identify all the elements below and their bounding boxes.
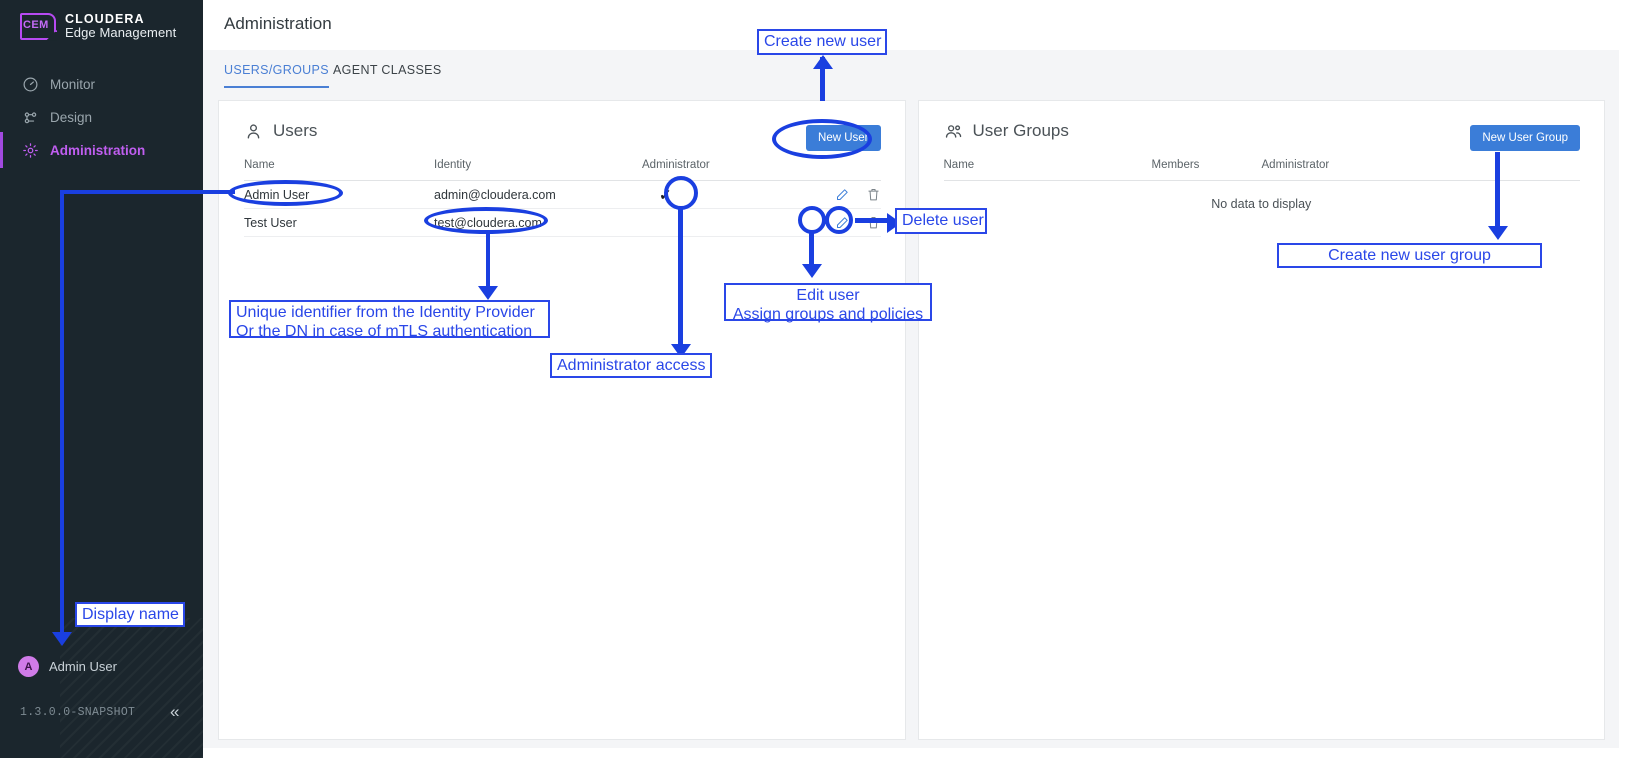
users-panel-header: Users xyxy=(244,121,317,141)
version-label: 1.3.0.0-SNAPSHOT xyxy=(20,706,136,719)
user-identity-cell: test@cloudera.com xyxy=(434,215,542,230)
pencil-icon[interactable] xyxy=(834,215,850,231)
groups-table-header: Name Members Administrator xyxy=(943,159,1581,181)
collapse-sidebar-icon[interactable]: « xyxy=(170,702,180,721)
user-identity-cell: admin@cloudera.com xyxy=(434,187,556,202)
app-logo: CEM CLOUDERA Edge Management xyxy=(20,12,176,41)
cem-logo-icon: CEM xyxy=(20,12,57,41)
trash-icon[interactable] xyxy=(865,187,881,203)
flow-icon xyxy=(22,109,39,126)
brand-subtitle: Edge Management xyxy=(65,25,177,40)
users-col-administrator: Administrator xyxy=(642,159,710,171)
cem-logo-text: CEM xyxy=(23,18,49,31)
sidebar-user-name: Admin User xyxy=(49,659,117,674)
users-panel: Users New User Name Identity Administrat… xyxy=(218,100,906,740)
users-group-icon xyxy=(944,122,963,141)
sidebar-item-label-design: Design xyxy=(50,110,93,125)
users-col-identity: Identity xyxy=(434,159,472,171)
sidebar-item-monitor[interactable]: Monitor xyxy=(0,68,203,101)
panels-container: Users New User Name Identity Administrat… xyxy=(218,100,1605,740)
sidebar-item-design[interactable]: Design xyxy=(0,101,203,134)
user-name-cell: Test User xyxy=(244,215,297,230)
gauge-icon xyxy=(22,76,39,93)
sidebar-user[interactable]: A Admin User xyxy=(18,656,117,677)
page-title: Administration xyxy=(224,14,332,33)
user-name-cell: Admin User xyxy=(244,187,310,202)
groups-col-name: Name xyxy=(943,159,975,171)
user-groups-panel: User Groups New User Group Name Members … xyxy=(917,100,1605,740)
groups-empty-message: No data to display xyxy=(1211,197,1312,211)
groups-panel-title: User Groups xyxy=(972,121,1069,140)
groups-col-administrator: Administrator xyxy=(1261,159,1330,171)
tab-users-groups[interactable]: USERS/GROUPS xyxy=(224,63,329,88)
sidebar-item-label-monitor: Monitor xyxy=(50,77,96,92)
sidebar-item-label-administration: Administration xyxy=(50,143,146,158)
table-row[interactable]: Admin User admin@cloudera.com ✓ xyxy=(244,181,881,209)
administrator-check-icon: ✓ xyxy=(659,186,672,204)
new-user-button[interactable]: New User xyxy=(806,125,881,151)
users-col-name: Name xyxy=(244,159,275,171)
brand-name: CLOUDERA xyxy=(65,12,145,26)
users-table-header: Name Identity Administrator xyxy=(244,159,881,181)
top-bar: Administration xyxy=(203,0,1619,51)
avatar: A xyxy=(18,656,39,677)
groups-panel-header: User Groups xyxy=(944,121,1069,141)
groups-table: Name Members Administrator xyxy=(943,159,1581,181)
table-row[interactable]: Test User test@cloudera.com xyxy=(244,209,881,237)
groups-col-actions xyxy=(1397,159,1581,171)
sidebar-item-administration[interactable]: Administration xyxy=(0,132,203,168)
user-icon xyxy=(244,122,263,141)
sidebar-nav: Monitor Design Administr xyxy=(0,68,203,168)
trash-icon[interactable] xyxy=(865,215,881,231)
users-table: Name Identity Administrator Admin User a… xyxy=(244,159,881,237)
sidebar: CEM CLOUDERA Edge Management Monitor xyxy=(0,0,203,758)
pencil-icon[interactable] xyxy=(834,187,850,203)
tab-agent-classes[interactable]: AGENT CLASSES xyxy=(333,63,442,77)
groups-col-members: Members xyxy=(1151,159,1200,171)
gear-icon xyxy=(22,142,39,159)
users-col-actions xyxy=(777,159,881,171)
tab-bar: USERS/GROUPS AGENT CLASSES xyxy=(203,50,1619,94)
main-content: Administration USERS/GROUPS AGENT CLASSE… xyxy=(203,0,1619,748)
new-user-group-button[interactable]: New User Group xyxy=(1470,125,1580,151)
users-panel-title: Users xyxy=(273,121,318,140)
